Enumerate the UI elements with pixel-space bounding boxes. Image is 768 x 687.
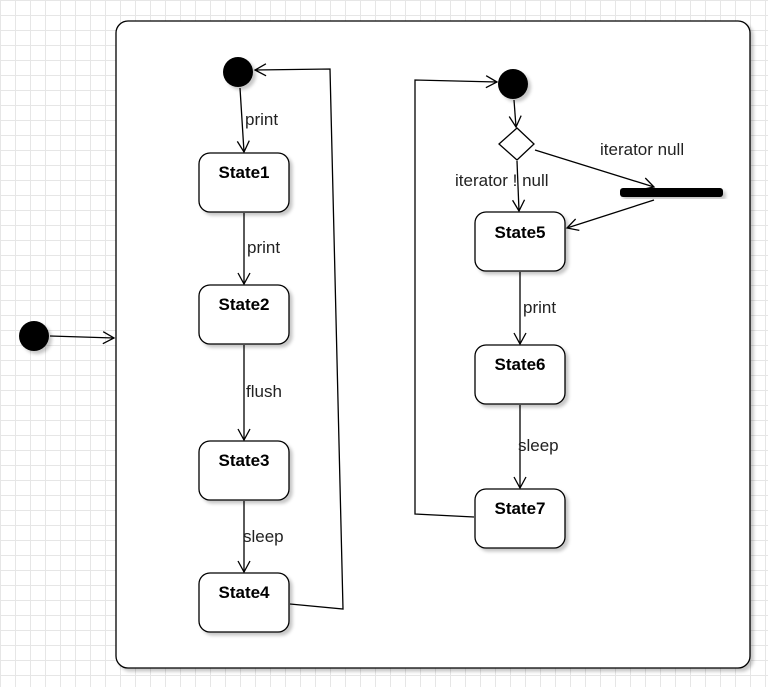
edge-decision-to-fork <box>534 149 656 191</box>
state-6-label: State6 <box>494 355 545 374</box>
decision-node[interactable] <box>498 127 535 161</box>
edge-label-sleep-2: sleep <box>518 436 559 455</box>
state-5[interactable]: State5 <box>474 211 566 272</box>
state-1[interactable]: State1 <box>198 152 290 213</box>
edge-fork-to-state5 <box>565 199 655 231</box>
fork-bar[interactable] <box>620 188 723 197</box>
edge-outer-initial-to-composite <box>49 331 116 345</box>
state-6[interactable]: State6 <box>474 344 566 405</box>
state-7-label: State7 <box>494 499 545 518</box>
edge-label-iterator-not-null: iterator ! null <box>455 171 549 190</box>
edge-label-print-2: print <box>247 238 280 257</box>
edge-label-iterator-null: iterator null <box>600 140 684 159</box>
edge-label-print-1: print <box>245 110 278 129</box>
edge-label-sleep-1: sleep <box>243 527 284 546</box>
state-3[interactable]: State3 <box>198 440 290 501</box>
edge-state7-loop-to-initial <box>414 75 499 518</box>
state-1-label: State1 <box>218 163 269 182</box>
state-2[interactable]: State2 <box>198 284 290 345</box>
state-4-label: State4 <box>218 583 270 602</box>
edge-decision-to-state5 <box>512 160 526 213</box>
edge-label-print-3: print <box>523 298 556 317</box>
edge-initial-right-to-decision <box>508 99 522 129</box>
state-2-label: State2 <box>218 295 269 314</box>
outer-initial-node[interactable] <box>19 321 49 351</box>
initial-node-right[interactable] <box>498 69 528 99</box>
state-4[interactable]: State4 <box>198 572 290 633</box>
edge-state4-loop-to-initial <box>253 63 344 610</box>
state-3-label: State3 <box>218 451 269 470</box>
initial-node-left[interactable] <box>223 57 253 87</box>
state-5-label: State5 <box>494 223 545 242</box>
edge-label-flush: flush <box>246 382 282 401</box>
edge-initial-to-state1 <box>236 87 250 154</box>
state-7[interactable]: State7 <box>474 488 566 549</box>
